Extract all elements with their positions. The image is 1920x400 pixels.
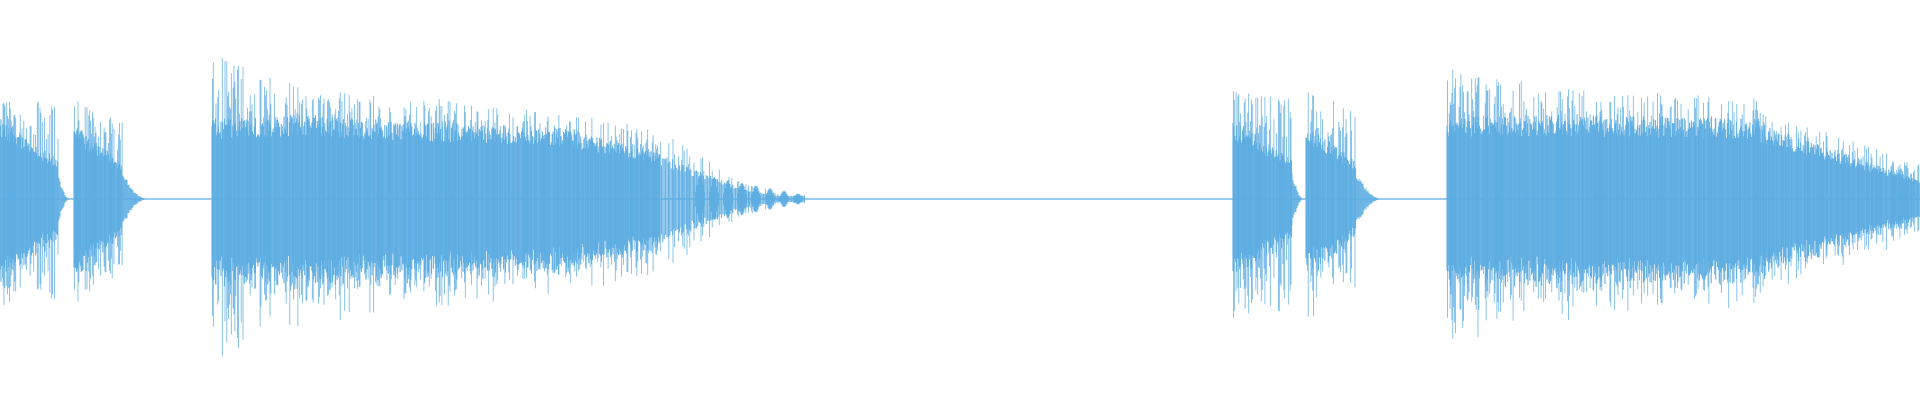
waveform-samples — [0, 58, 1920, 357]
